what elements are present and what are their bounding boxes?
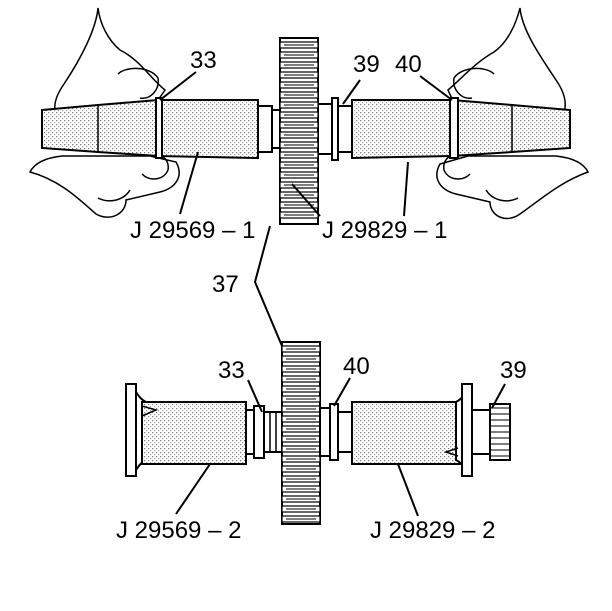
label-33-bottom: 33 [218,357,245,384]
label-tool-j29569-1: J 29569 – 1 [130,217,255,244]
top-gear-teeth [279,41,319,219]
tool-j29829-2 [351,383,473,477]
bottom-gear-teeth [281,345,321,523]
seal-33-top [155,97,163,159]
tool-j29829-1 [351,97,571,160]
label-tool-j29829-2: J 29829 – 2 [370,517,495,544]
seal-33-bottom [263,411,283,453]
top-shaft [257,97,353,161]
right-hand-illustration [436,7,590,220]
label-tool-j29569-2: J 29569 – 2 [116,517,241,544]
seal-40-bottom [329,403,339,461]
seal-40-top [449,97,459,159]
top-gear [279,37,319,225]
bottom-assembly [125,341,511,525]
tool-j29569-1 [41,97,259,160]
callout-labels: 33 39 40 J 29569 – 1 J 29829 – 1 37 33 4… [116,47,527,544]
label-33-top: 33 [190,47,217,74]
label-40-top: 40 [395,51,422,78]
bottom-gear [281,341,321,525]
label-tool-j29829-1: J 29829 – 1 [322,217,447,244]
bottom-shaft-right [319,403,353,461]
bushing-39-top [337,105,353,153]
label-39-bottom: 39 [500,357,527,384]
splined-shaft-39 [471,403,511,461]
tool-j29569-2 [125,383,247,477]
label-40-bottom: 40 [343,353,370,380]
top-assembly [28,7,590,225]
bottom-shaft-left [245,405,283,459]
label-37: 37 [212,271,239,298]
leader-lines [159,71,506,517]
label-39-top: 39 [353,51,380,78]
